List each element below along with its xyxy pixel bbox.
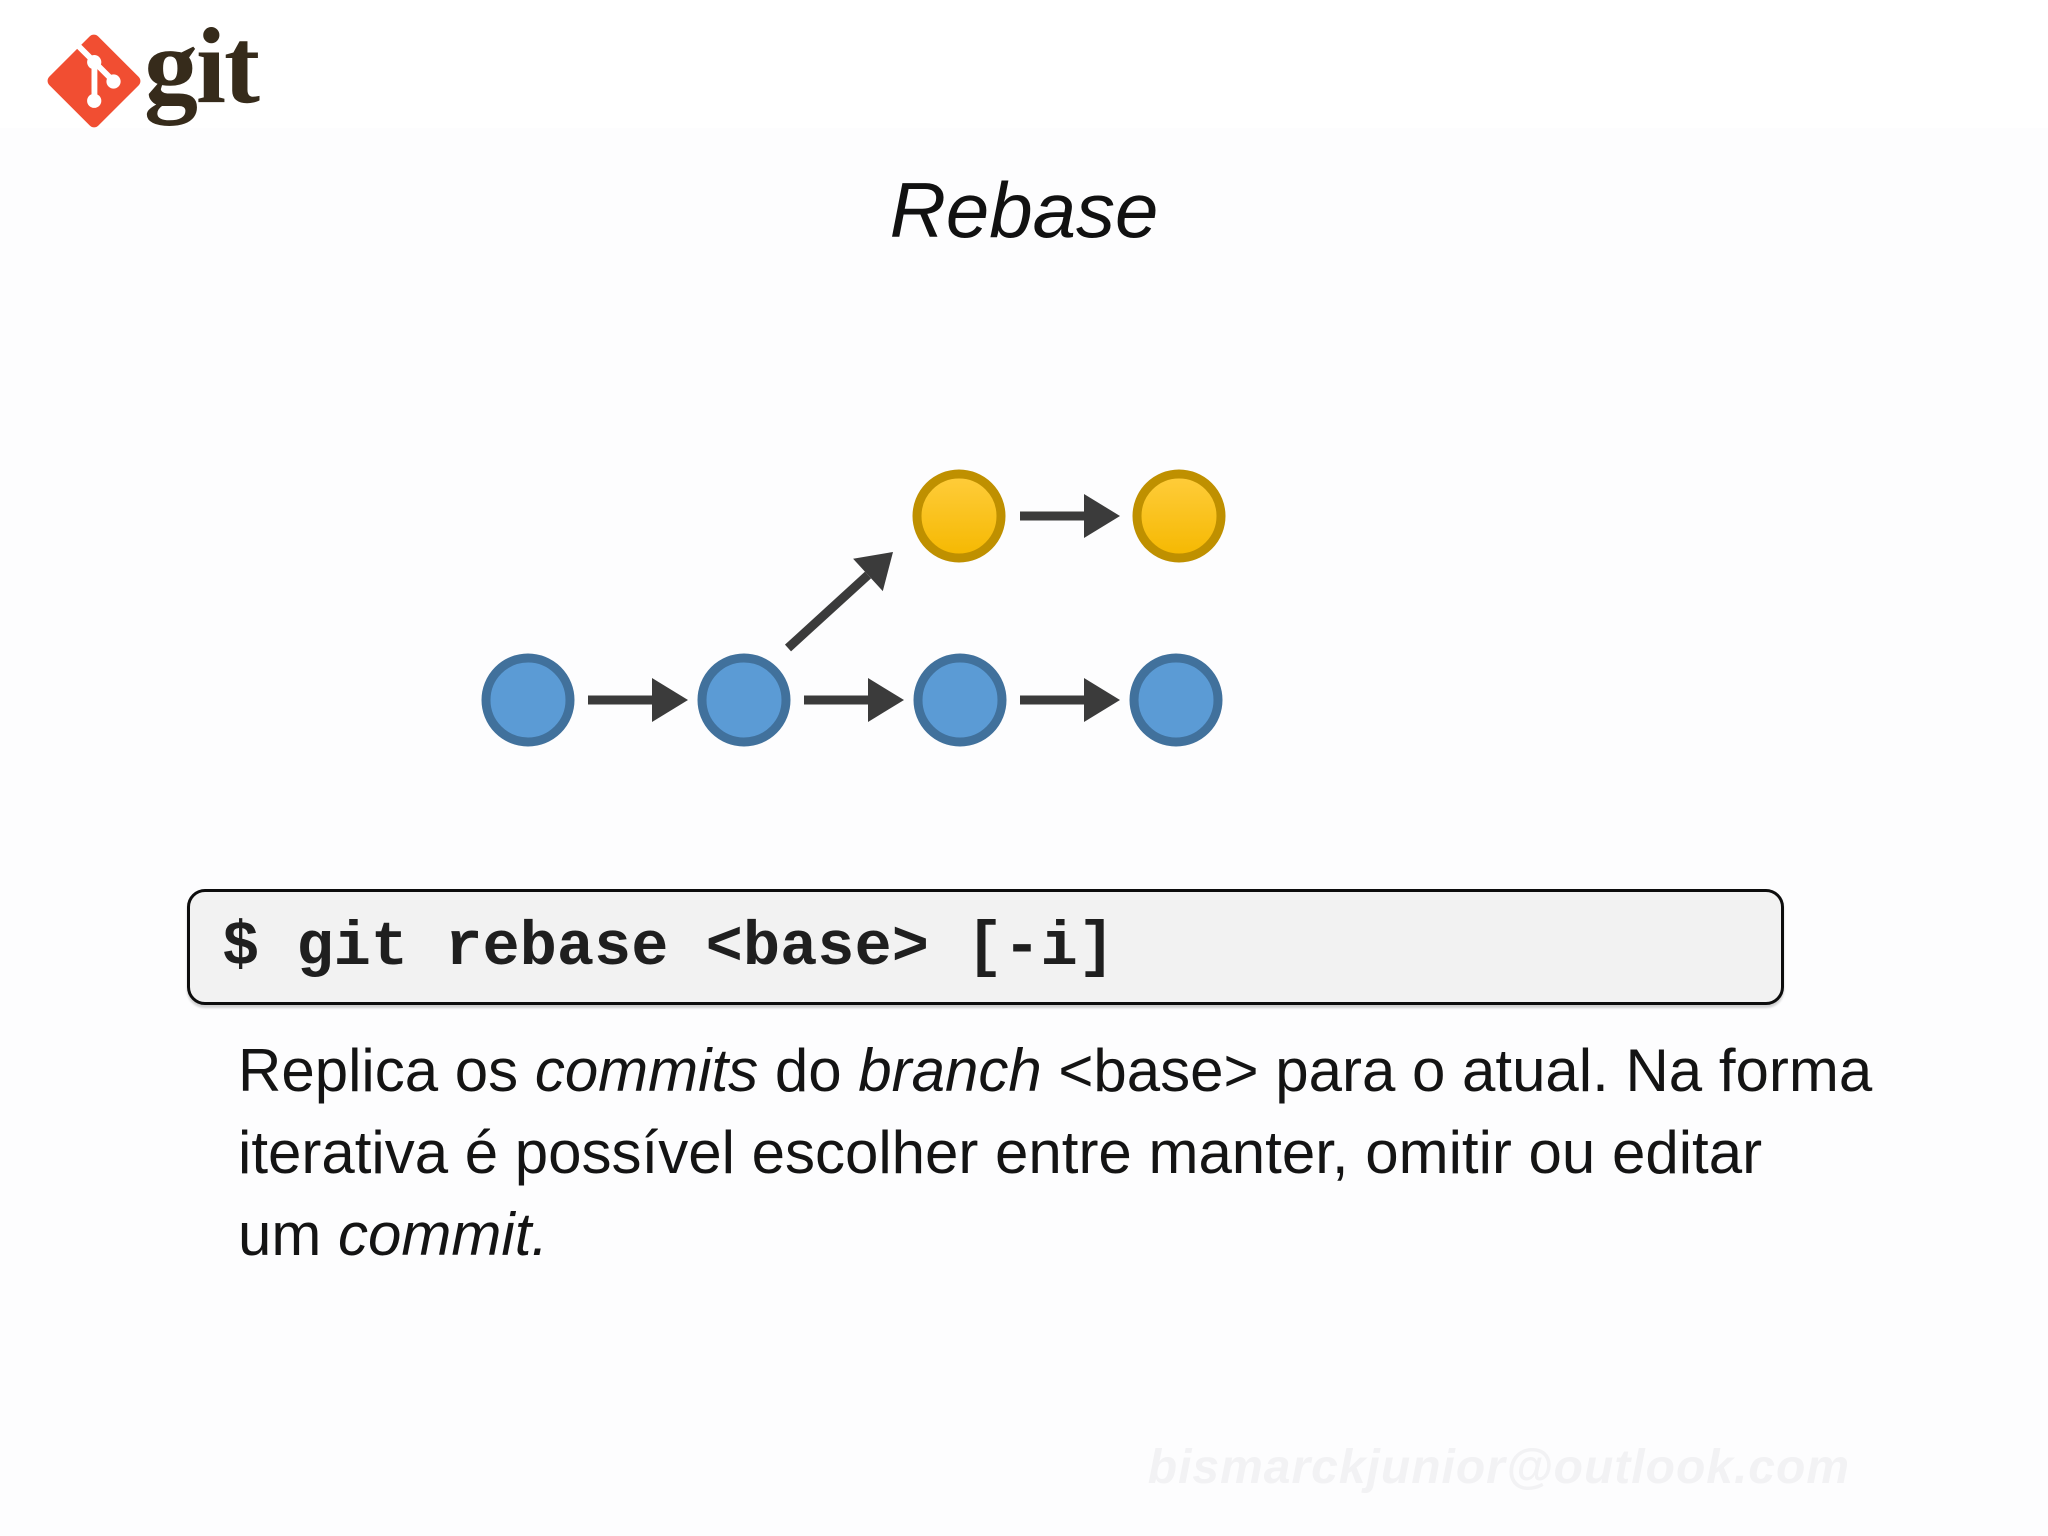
slide-title: Rebase <box>889 166 1159 254</box>
arrow-branch-diagonal <box>784 571 872 652</box>
description-line-3: um commit. <box>238 1194 1998 1276</box>
text-segment-italic: commits <box>534 1037 759 1104</box>
text-segment: do <box>758 1037 859 1104</box>
commit-node-rebased-2 <box>1132 469 1226 563</box>
git-diamond-shape <box>47 34 141 128</box>
arrow-main-2-head <box>868 678 904 722</box>
arrow-rebased-1-head <box>1084 494 1120 538</box>
command-text: $ git rebase <base> [-i] <box>222 911 1115 983</box>
watermark-email: bismarckjunior@outlook.com <box>1147 1441 1850 1494</box>
git-logo-icon <box>47 34 141 128</box>
text-segment-italic: branch <box>858 1037 1042 1104</box>
commit-node-rebased-1 <box>912 469 1006 563</box>
commit-node-main-4 <box>1129 653 1223 747</box>
text-segment: um <box>238 1201 339 1268</box>
commit-node-main-2 <box>697 653 791 747</box>
commit-graph-diagram <box>481 469 1226 747</box>
commit-node-main-3 <box>913 653 1007 747</box>
text-segment: iterativa é possível escolher entre mant… <box>238 1119 1763 1186</box>
text-segment: <base> para o atual. Na forma <box>1041 1037 1873 1104</box>
git-wordmark: git <box>144 7 260 126</box>
text-segment-italic: commit. <box>338 1201 549 1268</box>
git-logo: git <box>0 0 400 160</box>
slide-content-background <box>0 128 2048 1536</box>
commit-node-main-1 <box>481 653 575 747</box>
arrow-main-3-head <box>1084 678 1120 722</box>
description-paragraph: Replica os commits do branch <base> para… <box>238 1030 1998 1276</box>
description-line-1: Replica os commits do branch <base> para… <box>238 1030 1998 1112</box>
description-line-2: iterativa é possível escolher entre mant… <box>238 1112 1998 1194</box>
arrow-branch-diagonal-head <box>853 552 893 592</box>
command-box: $ git rebase <base> [-i] <box>187 889 1784 1005</box>
text-segment: Replica os <box>238 1037 535 1104</box>
arrow-main-1-head <box>652 678 688 722</box>
